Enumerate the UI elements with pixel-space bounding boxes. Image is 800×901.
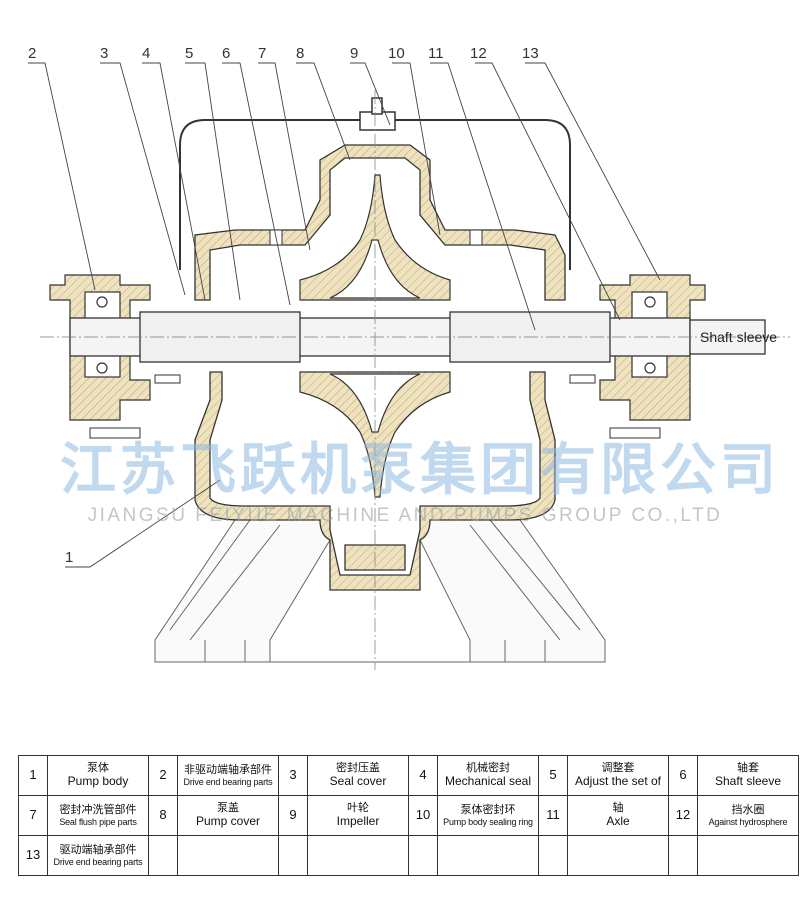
empty-cell [668, 835, 698, 876]
part-name-cn: 轴 [612, 801, 624, 815]
part-number: 8 [148, 795, 178, 836]
part-name-cn: 泵体 [87, 761, 109, 775]
shaft-sleeve-drawing-label: Shaft sleeve [700, 329, 777, 345]
part-number: 4 [408, 755, 438, 796]
part-number: 3 [278, 755, 308, 796]
part-name-cn: 挡水圈 [731, 803, 765, 816]
part-name-en: Drive end bearing parts [53, 856, 143, 867]
part-name-en: Axle [606, 813, 630, 828]
callout-3: 3 [100, 45, 108, 62]
part-number: 13 [18, 835, 48, 876]
part-name-cn: 调整套 [601, 761, 635, 775]
watermark-english: JIANGSU FEIYUE MACHINE AND PUMPS GROUP C… [87, 505, 723, 526]
part-name-en: Mechanical seal [444, 773, 532, 788]
part-number: 12 [668, 795, 698, 836]
part-number: 6 [668, 755, 698, 796]
callout-12: 12 [470, 45, 487, 62]
callout-5: 5 [185, 45, 193, 62]
callout-9: 9 [350, 45, 358, 62]
pump-base [154, 519, 606, 663]
part-name-en: Against hydrosphere [708, 816, 788, 827]
part-name-en: Adjust the set of [574, 773, 662, 788]
callout-13: 13 [522, 45, 539, 62]
empty-cell [177, 835, 279, 876]
empty-cell [148, 835, 178, 876]
part-number: 7 [18, 795, 48, 836]
part-name-en: Seal cover [329, 773, 387, 788]
part-name-cn: 驱动端轴承部件 [59, 843, 137, 856]
part-name-cn: 泵盖 [217, 801, 239, 815]
callout-6: 6 [222, 45, 230, 62]
empty-cell [307, 835, 409, 876]
part-number: 5 [538, 755, 568, 796]
watermark-chinese: 江苏飞跃机泵集团有限公司 [60, 438, 780, 503]
callout-10: 10 [388, 45, 405, 62]
part-number: 1 [18, 755, 48, 796]
part-name-cn: 非驱动端轴承部件 [184, 763, 272, 776]
part-name-cn: 叶轮 [347, 801, 369, 815]
part-name-cn: 轴套 [737, 761, 759, 775]
part-name-cn: 密封冲洗管部件 [59, 803, 137, 816]
callout-8: 8 [296, 45, 304, 62]
part-name-en: Drive end bearing parts [183, 776, 273, 787]
callout-numbers: 2 3 4 5 6 7 8 9 10 11 12 13 1 [28, 45, 539, 566]
empty-cell [278, 835, 308, 876]
empty-cell [437, 835, 539, 876]
part-name-en: Pump body [67, 773, 129, 788]
empty-cell [567, 835, 669, 876]
pump-cross-section-drawing: 2 3 4 5 6 7 8 9 10 11 12 13 1 Shaft slee… [28, 45, 790, 670]
callout-1: 1 [65, 549, 73, 566]
part-name-cn: 机械密封 [466, 761, 510, 775]
callout-leader-lines [28, 62, 661, 568]
part-name-en: Shaft sleeve [714, 773, 782, 788]
shaft [40, 311, 790, 363]
callout-7: 7 [258, 45, 266, 62]
callout-11: 11 [428, 45, 444, 62]
part-name-en: Pump body sealing ring [443, 816, 533, 827]
empty-cell [697, 835, 799, 876]
part-number: 10 [408, 795, 438, 836]
part-name-en: Impeller [336, 813, 380, 828]
empty-cell [408, 835, 438, 876]
part-name-en: Seal flush pipe parts [59, 816, 137, 827]
callout-4: 4 [142, 45, 150, 62]
part-name-en: Pump cover [195, 813, 261, 828]
seal-flush-pipe [179, 97, 571, 270]
empty-cell [538, 835, 568, 876]
part-number: 9 [278, 795, 308, 836]
part-name-cn: 密封压盖 [336, 761, 380, 775]
part-name-cn: 泵体密封环 [460, 803, 516, 816]
part-number: 2 [148, 755, 178, 796]
callout-2: 2 [28, 45, 36, 62]
part-number: 11 [538, 795, 568, 836]
